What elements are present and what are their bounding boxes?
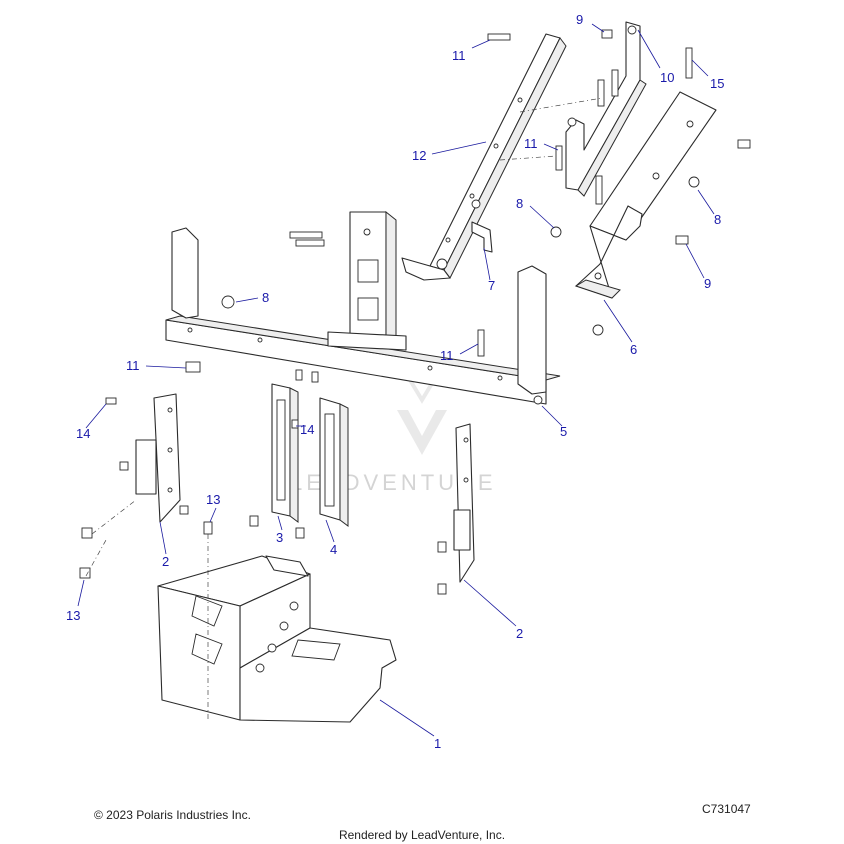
callout-label: 14 [76, 426, 90, 441]
callout-label: 13 [66, 608, 80, 623]
callout-label: 11 [126, 358, 140, 373]
callout-label: 5 [560, 424, 567, 439]
copyright-text: © 2023 Polaris Industries Inc. [94, 808, 251, 822]
callout-label: 4 [330, 542, 337, 557]
part-3-bracket [271, 383, 299, 523]
part-12-rail [401, 33, 567, 281]
callout-label: 8 [516, 196, 523, 211]
part-7-small-bracket [471, 221, 493, 253]
leadventure-watermark-logo [397, 378, 447, 455]
part-5-crossbar-frame [165, 210, 561, 405]
callout-label: 13 [206, 492, 220, 507]
callout-label: 11 [440, 348, 454, 363]
part-2-bracket-right [453, 423, 475, 583]
callout-label: 7 [488, 278, 495, 293]
callout-label: 6 [630, 342, 637, 357]
callout-label: 11 [452, 48, 466, 63]
part-6-angle-rail [574, 91, 717, 299]
callout-label: 15 [710, 76, 724, 91]
callout-label: 14 [300, 422, 314, 437]
callout-label: 9 [704, 276, 711, 291]
callout-label: 8 [262, 290, 269, 305]
part-10-bracket [565, 21, 647, 197]
leader-lines [77, 23, 715, 737]
callout-label: 3 [276, 530, 283, 545]
rendered-by-text: Rendered by LeadVenture, Inc. [338, 828, 506, 842]
callout-label: 11 [524, 136, 538, 151]
callout-label: 10 [660, 70, 674, 85]
fasteners [79, 29, 751, 595]
callout-label: 2 [516, 626, 523, 641]
callout-label: 8 [714, 212, 721, 227]
callout-label: 12 [412, 148, 426, 163]
part-2-bracket-left [135, 393, 181, 523]
part-1-tray [157, 555, 397, 723]
callout-label: 1 [434, 736, 441, 751]
part-4-bracket [319, 397, 349, 527]
diagram-code: C731047 [702, 802, 751, 816]
callout-label: 9 [576, 12, 583, 27]
callout-label: 2 [162, 554, 169, 569]
callout-labels: 9 11 10 15 12 11 8 8 7 9 8 11 6 11 14 14… [66, 12, 724, 751]
assembly-lines [85, 97, 603, 720]
